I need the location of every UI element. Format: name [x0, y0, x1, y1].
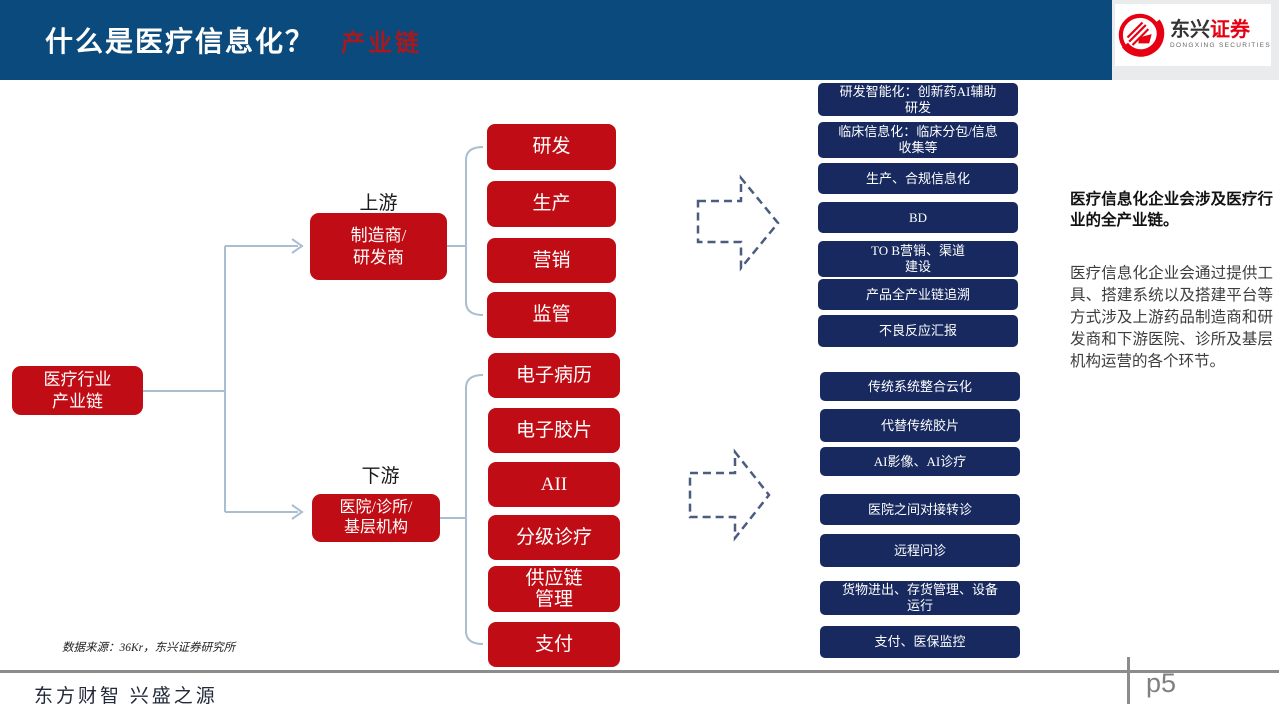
upstream-node-2: 生产	[487, 181, 616, 227]
upstream-node-3: 营销	[487, 238, 616, 283]
logo-name-primary: 东兴	[1170, 19, 1211, 42]
downstream-node-2: 电子胶片	[488, 408, 620, 453]
logo-corner: 东兴证券 DONGXING SECURITIES	[1112, 0, 1279, 80]
company-logo: 东兴证券 DONGXING SECURITIES	[1115, 4, 1271, 66]
downstream-outcome-6: 货物进出、存货管理、设备 运行	[820, 581, 1020, 615]
upstream-outcome-2: 临床信息化：临床分包/信息 收集等	[818, 122, 1018, 158]
upstream-node-4: 监管	[487, 292, 616, 338]
header-bar: 什么是医疗信息化？ 产业链	[0, 0, 1112, 80]
upstream-outcome-5: TO B营销、渠道 建设	[818, 241, 1018, 277]
page-subtitle: 产业链	[341, 30, 423, 57]
downstream-outcome-1: 传统系统整合云化	[820, 372, 1020, 401]
downstream-outcome-3: AI影像、AI诊疗	[820, 447, 1020, 476]
commentary-body: 医疗信息化企业会通过提供工具、搭建系统以及搭建平台等方式涉及上游药品制造商和研发…	[1070, 265, 1273, 370]
dashed-arrow-icon	[688, 174, 780, 542]
downstream-outcome-4: 医院之间对接转诊	[820, 494, 1020, 525]
page-number-divider	[1127, 657, 1130, 704]
upstream-outcome-4: BD	[818, 202, 1018, 233]
downstream-node-5: 供应链 管理	[488, 566, 620, 612]
downstream-node-6: 支付	[488, 622, 620, 667]
downstream-node-4: 分级诊疗	[488, 515, 620, 560]
footer-divider	[0, 670, 1279, 673]
logo-tagline: DONGXING SECURITIES	[1170, 42, 1271, 50]
upstream-outcome-6: 产品全产业链追溯	[818, 279, 1018, 310]
downstream-node-3: AII	[488, 462, 620, 507]
page-number: p5	[1146, 668, 1177, 698]
upstream-stage-label: 上游	[359, 193, 398, 214]
upstream-outcome-1: 研发智能化：创新药AI辅助 研发	[818, 83, 1018, 116]
footer-slogan: 东方财智 兴盛之源	[34, 686, 218, 707]
node-manufacturer-developer: 制造商/ 研发商	[310, 213, 447, 280]
logo-name-secondary: 证券	[1210, 19, 1251, 42]
downstream-outcome-5: 远程问诊	[820, 534, 1020, 567]
upstream-node-1: 研发	[487, 124, 616, 170]
logo-text: 东兴证券 DONGXING SECURITIES	[1170, 20, 1271, 50]
dongxing-logo-icon	[1118, 13, 1165, 57]
commentary-headline: 医疗信息化企业会涉及医疗行业的全产业链。	[1070, 191, 1273, 229]
page-title: 什么是医疗信息化？	[45, 27, 316, 58]
downstream-outcome-2: 代替传统胶片	[820, 409, 1020, 442]
downstream-stage-label: 下游	[361, 466, 400, 487]
commentary-block: 医疗信息化企业会涉及医疗行业的全产业链。 医疗信息化企业会通过提供工具、搭建系统…	[1070, 189, 1273, 373]
data-source-note: 数据来源：36Kr，东兴证券研究所	[62, 642, 236, 654]
node-hospital-clinic: 医院/诊所/ 基层机构	[312, 494, 440, 542]
upstream-outcome-3: 生产、合规信息化	[818, 163, 1018, 194]
upstream-outcome-7: 不良反应汇报	[818, 315, 1018, 347]
downstream-outcome-7: 支付、医保监控	[820, 626, 1020, 658]
downstream-node-1: 电子病历	[488, 353, 620, 398]
node-industry-chain-root: 医疗行业 产业链	[12, 366, 143, 415]
